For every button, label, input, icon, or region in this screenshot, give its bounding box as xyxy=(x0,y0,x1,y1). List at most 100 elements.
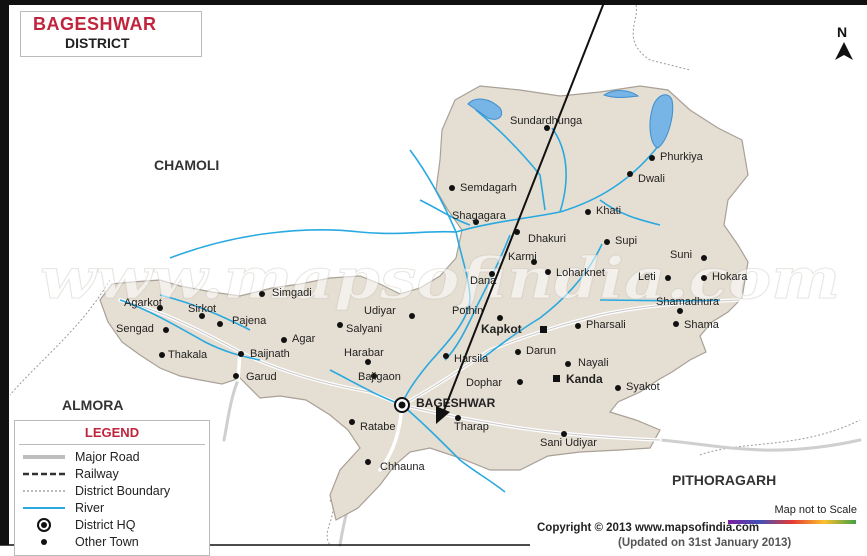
dot-harabar xyxy=(365,359,371,365)
dot-tharap xyxy=(455,415,461,421)
dot-salyani xyxy=(337,322,343,328)
legend-item-railway: Railway xyxy=(23,466,208,482)
label-shamadhura: Shamadhura xyxy=(656,296,720,308)
copyright-text: Copyright © 2013 www.mapsofindia.com xyxy=(537,522,760,534)
dot-pharsali xyxy=(575,323,581,329)
dot-syakot xyxy=(615,385,621,391)
dot-sengad xyxy=(163,327,169,333)
legend-label: Major Road xyxy=(75,450,140,464)
legend-label: District HQ xyxy=(75,518,136,532)
label-agar: Agar xyxy=(292,333,316,345)
frame-left-border xyxy=(0,0,9,545)
dot-dophar xyxy=(517,379,523,385)
label-salyani: Salyani xyxy=(346,323,382,335)
legend: LEGEND Major Road Railway District Bound… xyxy=(14,420,210,556)
label-pharsali: Pharsali xyxy=(586,319,626,331)
label-phurkiya: Phurkiya xyxy=(660,151,704,163)
dot-baijnath xyxy=(238,351,244,357)
dot-semdagarh xyxy=(449,185,455,191)
label-leti: Leti xyxy=(638,271,656,283)
label-dwali: Dwali xyxy=(638,173,665,185)
dot-sani-udiyar xyxy=(561,431,567,437)
dot-udiyar xyxy=(409,313,415,319)
dot-phurkiya xyxy=(649,155,655,161)
label-khati: Khati xyxy=(596,205,621,217)
label-udiyar: Udiyar xyxy=(364,305,396,317)
label-shagagara: Shagagara xyxy=(452,210,507,222)
label-baijnath: Baijnath xyxy=(250,348,290,360)
north-arrow: N xyxy=(834,24,854,64)
dot-ratabe xyxy=(349,419,355,425)
label-simgadi: Simgadi xyxy=(272,287,312,299)
label-shama: Shama xyxy=(684,319,720,331)
dot-simgadi xyxy=(259,291,265,297)
annotation-arrow xyxy=(436,0,606,424)
dot-shamadhura xyxy=(677,308,683,314)
label-thakala: Thakala xyxy=(168,349,208,361)
label-syakot: Syakot xyxy=(626,381,660,393)
label-dana: Dana xyxy=(470,275,497,287)
title-box: BAGESHWAR DISTRICT xyxy=(20,11,202,57)
north-arrow-icon xyxy=(835,42,853,60)
dot-bajigaon xyxy=(371,373,377,379)
region-chamoli: CHAMOLI xyxy=(154,157,219,173)
label-chhauna: Chhauna xyxy=(380,461,426,473)
dot-pajena xyxy=(217,321,223,327)
dot-garud xyxy=(233,373,239,379)
label-pajena: Pajena xyxy=(232,315,267,327)
square-kanda xyxy=(553,375,560,382)
legend-label: Other Town xyxy=(75,535,139,549)
label-suni: Suni xyxy=(670,249,692,261)
lake-east xyxy=(602,90,640,98)
dot-loharknet xyxy=(545,269,551,275)
dot-leti xyxy=(665,275,671,281)
title-line-1: BAGESHWAR xyxy=(33,14,157,34)
boundary-symbol-icon xyxy=(23,490,65,492)
square-kapkot xyxy=(540,326,547,333)
dot-sundardhunga xyxy=(544,125,550,131)
dot-supi xyxy=(604,239,610,245)
legend-label: District Boundary xyxy=(75,484,171,498)
label-ratabe: Ratabe xyxy=(360,421,395,433)
dot-pothin xyxy=(497,315,503,321)
label-bajigaon: Bajigaon xyxy=(358,371,401,383)
region-almora: ALMORA xyxy=(62,397,123,413)
label-district-hq: BAGESHWAR xyxy=(416,396,496,410)
label-nayali: Nayali xyxy=(578,357,609,369)
lake-sundardhunga xyxy=(467,98,503,120)
label-hokara: Hokara xyxy=(712,271,748,283)
major-road-symbol-icon xyxy=(23,455,65,459)
label-pothin: Pothin xyxy=(452,305,483,317)
frame-top-border xyxy=(0,0,867,5)
title-line-2: DISTRICT xyxy=(65,35,130,51)
legend-item-major-road: Major Road xyxy=(23,449,208,465)
label-semdagarh: Semdagarh xyxy=(460,182,517,194)
label-kanda: Kanda xyxy=(566,372,603,386)
town-dot-symbol-icon xyxy=(41,539,47,545)
updated-text: (Updated on 31st January 2013) xyxy=(618,537,792,549)
dot-chhauna xyxy=(365,459,371,465)
legend-label: Railway xyxy=(75,467,119,481)
label-loharknet: Loharknet xyxy=(556,267,605,279)
lake-phurkiya xyxy=(649,94,674,149)
dot-dana xyxy=(489,271,495,277)
label-garud: Garud xyxy=(246,371,277,383)
dot-shagagara xyxy=(473,219,479,225)
dot-dwali xyxy=(627,171,633,177)
label-tharap: Tharap xyxy=(454,421,489,433)
label-sengad: Sengad xyxy=(116,323,154,335)
legend-divider xyxy=(19,444,205,445)
legend-title: LEGEND xyxy=(84,425,140,440)
dot-hokara xyxy=(701,275,707,281)
dot-khati xyxy=(585,209,591,215)
dot-sirkot xyxy=(199,313,205,319)
district-hq-marker xyxy=(394,397,410,413)
label-dophar: Dophar xyxy=(466,377,502,389)
dot-harsila xyxy=(443,353,449,359)
label-darun: Darun xyxy=(526,345,556,357)
dot-shama xyxy=(673,321,679,327)
legend-label: River xyxy=(75,501,105,515)
label-supi: Supi xyxy=(615,235,637,247)
legend-item-district-hq: District HQ xyxy=(23,517,208,533)
